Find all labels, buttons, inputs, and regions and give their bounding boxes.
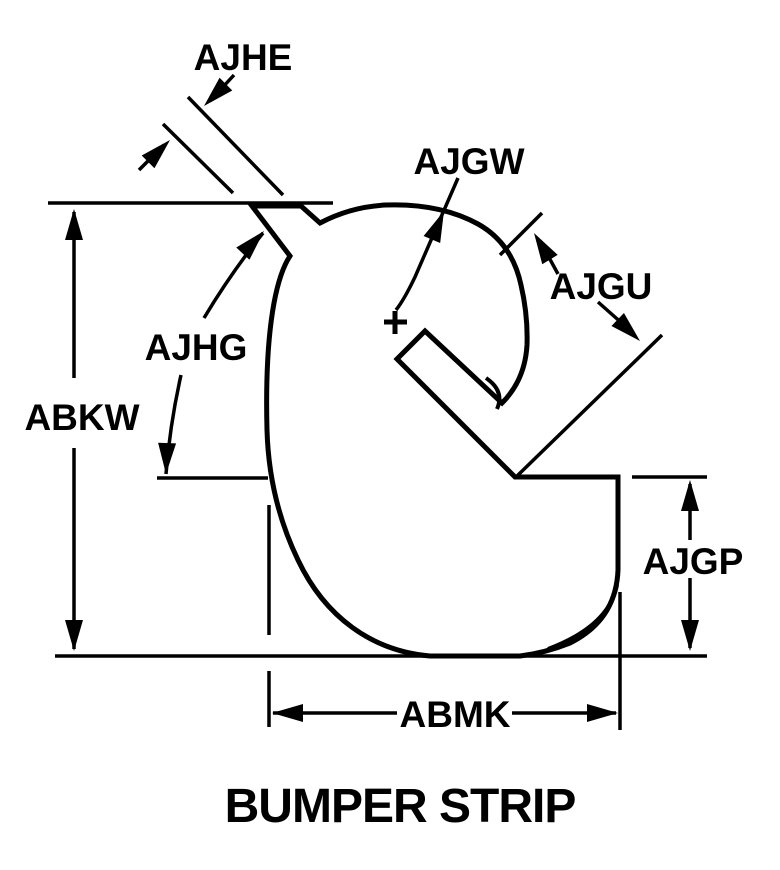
slot-lip-detail — [484, 376, 502, 410]
reference-lines — [48, 95, 707, 730]
profile-outline — [246, 202, 621, 659]
center-mark — [384, 311, 407, 334]
fillet-detail — [547, 584, 619, 651]
arrowheads — [65, 77, 699, 722]
figure-title: BUMPER STRIP — [225, 780, 576, 833]
profile-body — [246, 202, 621, 659]
dim-label-ajgu: AJGU — [550, 266, 653, 307]
dim-label-ajgp: AJGP — [643, 541, 744, 582]
dim-label-ajgw: AJGW — [414, 141, 525, 182]
dim-label-ajhe: AJHE — [194, 37, 293, 78]
dim-label-abmk: ABMK — [400, 694, 511, 735]
dim-label-abkw: ABKW — [24, 397, 139, 438]
dim-label-ajhg: AJHG — [145, 327, 248, 368]
